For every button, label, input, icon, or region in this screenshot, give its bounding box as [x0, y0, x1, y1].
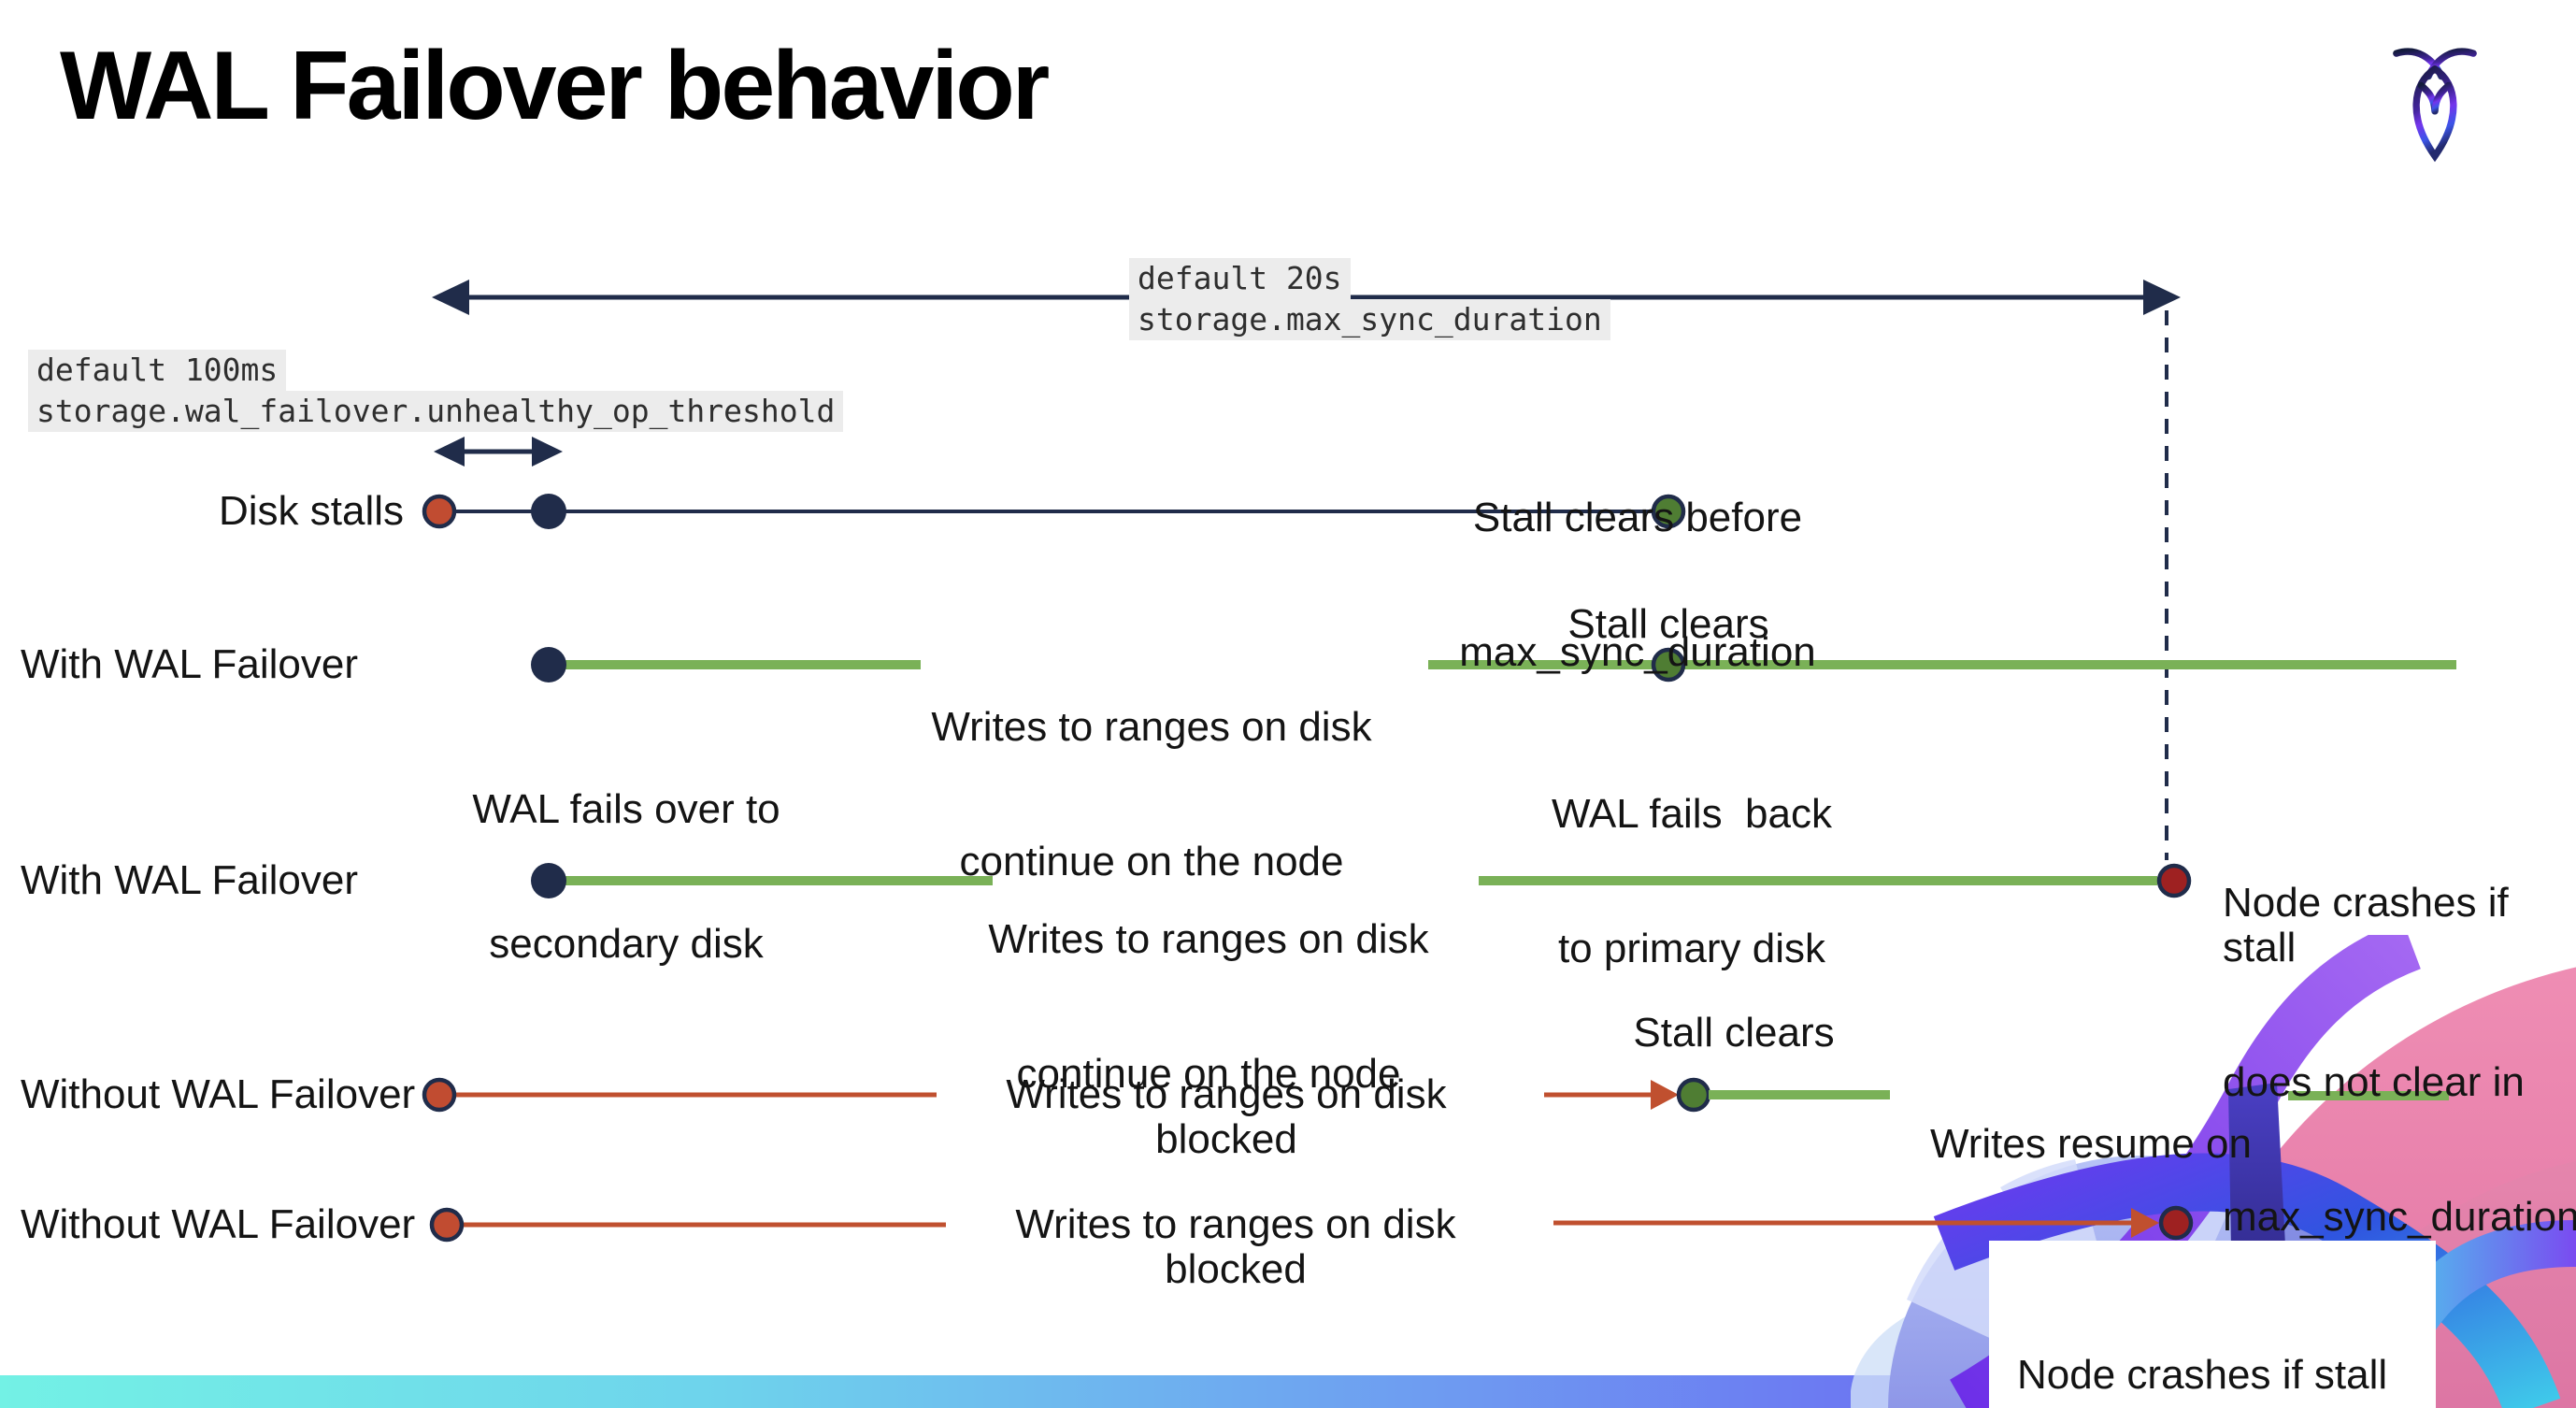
note-line: Node crashes if stall — [2223, 880, 2520, 970]
node-crashes-note-2-box: Node crashes if stall does not clear in … — [1989, 1241, 2436, 1408]
unhealthy-op-default-label: default 100ms — [28, 350, 287, 391]
logo-branch-right — [2431, 81, 2453, 115]
note-line: continue on the node — [959, 839, 1344, 884]
row-label-with-wal-failover-2: With WAL Failover — [21, 857, 359, 903]
arrow-right-head — [532, 437, 563, 467]
disk-stall-start-dot — [422, 494, 457, 529]
writes-continue-note-1: Writes to ranges on disk continue on the… — [888, 615, 1415, 974]
timeline-with-wal-failover-2 — [531, 863, 2192, 898]
note-line: Stall clears before — [1472, 495, 1803, 540]
note-line: to primary disk — [1557, 926, 1826, 971]
unhealthy-op-setting-label: storage.wal_failover.unhealthy_op_thresh… — [28, 391, 844, 432]
note-line: max_sync_duration — [1459, 629, 1816, 675]
blocked-arrow-head — [2131, 1208, 2159, 1238]
stall-clears-dot — [1676, 1077, 1711, 1113]
threshold-dot — [531, 494, 566, 529]
note-line: Writes resume on — [1930, 1121, 2252, 1167]
arrow-right-head — [2143, 280, 2181, 315]
arrow-left-head — [432, 280, 469, 315]
row-label-without-wal-failover-1: Without WAL Failover — [21, 1071, 416, 1117]
stall-clears-before-note: Stall clears before max_sync_duration — [1395, 406, 1881, 765]
row-label-with-wal-failover-1: With WAL Failover — [21, 641, 359, 687]
failover-dot — [531, 647, 566, 682]
writes-blocked-note-1: Writes to ranges on disk blocked — [1006, 1071, 1470, 1162]
art-blue-leg-arc — [1933, 1153, 2561, 1408]
stall-clears-dot — [1651, 647, 1686, 682]
note-line: secondary disk — [489, 921, 764, 967]
note-line: WAL fails over to — [472, 786, 780, 832]
note-line: continue on the node — [1016, 1051, 1401, 1097]
max-sync-setting-label: storage.max_sync_duration — [1129, 299, 1610, 340]
stall-clears-note-1: Stall clears — [1567, 601, 1769, 647]
writes-blocked-note-2: Writes to ranges on disk blocked — [1015, 1201, 1480, 1292]
stall-clears-dot — [1651, 494, 1686, 529]
node-crashes-note-2: Node crashes if stall does not clear in … — [2017, 1263, 2387, 1408]
timeline-without-wal-failover-1 — [422, 1077, 2449, 1113]
disk-stall-start-dot — [429, 1207, 465, 1243]
writes-continue-note-2: Writes to ranges on disk continue on the… — [945, 827, 1472, 1186]
timeline-with-wal-failover-1 — [531, 647, 2456, 682]
failover-dot — [531, 863, 566, 898]
note-line: Writes to ranges on disk — [988, 916, 1429, 962]
note-line: Writes to ranges on disk — [931, 704, 1372, 750]
note-line: max_sync_duration — [2223, 1194, 2576, 1240]
cockroach-logo — [2393, 48, 2477, 163]
node-crash-dot — [2158, 1205, 2194, 1241]
page-title: WAL Failover behavior — [60, 32, 1050, 140]
disk-stall-start-dot — [422, 1077, 457, 1113]
max-sync-default-label: default 20s — [1129, 258, 1351, 299]
failover-note: WAL fails over to secondary disk — [439, 697, 813, 1056]
unhealthy-op-threshold-arrow — [434, 437, 563, 467]
failback-note: WAL fails back to primary disk — [1505, 702, 1879, 1061]
timeline-disk-stalls — [422, 494, 1686, 529]
note-line: does not clear in — [2223, 1059, 2525, 1105]
timeline-without-wal-failover-2 — [429, 1205, 2194, 1243]
arrow-left-head — [434, 437, 465, 467]
stall-clears-note-2: Stall clears — [1633, 1010, 1835, 1056]
node-crashes-note-1: Node crashes if stall does not clear in … — [2223, 791, 2576, 1329]
node-crash-dot — [2156, 863, 2192, 898]
note-line: WAL fails back — [1552, 791, 1832, 837]
blocked-arrow-head — [1651, 1080, 1679, 1110]
note-line: Node crashes if stall — [2017, 1352, 2388, 1398]
row-label-without-wal-failover-2: Without WAL Failover — [21, 1201, 416, 1247]
row-label-disk-stalls: Disk stalls — [218, 488, 404, 534]
